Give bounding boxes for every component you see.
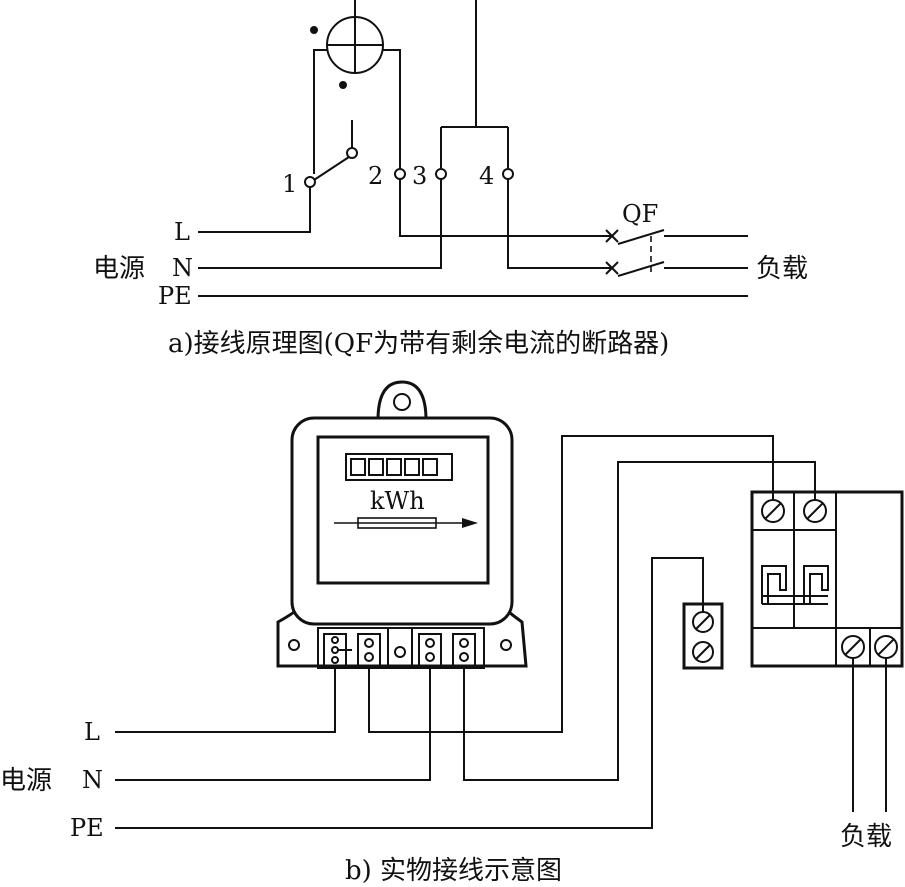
mount-hole <box>500 639 512 651</box>
line-label-l: L <box>174 218 190 246</box>
meter-hanger <box>376 380 428 422</box>
terminal-number-4: 4 <box>479 162 494 190</box>
line-label-n: N <box>172 254 193 282</box>
switch-contact <box>346 147 358 159</box>
caption-b: b) 实物接线示意图 <box>345 856 562 886</box>
mount-hole <box>288 639 300 651</box>
polarity-dot <box>339 81 347 89</box>
line-label-pe-b: PE <box>70 814 104 842</box>
rcd-breaker <box>750 490 904 668</box>
physical-b: kWh <box>0 380 904 886</box>
register-counter <box>345 453 453 481</box>
line-label-n-b: N <box>82 766 103 794</box>
terminal-number-3: 3 <box>412 162 427 190</box>
rotor-arrow <box>334 517 478 529</box>
load-label: 负载 <box>756 254 808 284</box>
line-label-pe: PE <box>158 282 192 310</box>
line-label-l-b: L <box>84 718 100 746</box>
breaker-qf-symbol <box>605 229 748 277</box>
polarity-dot <box>310 26 318 34</box>
meter-terminal-block <box>317 627 485 669</box>
terminal-3 <box>435 168 447 180</box>
source-label: 电源 <box>93 254 145 284</box>
terminal-number-1: 1 <box>282 170 297 198</box>
caption-a: a)接线原理图(QF为带有剩余电流的断路器) <box>168 329 669 359</box>
meter-coil-symbol <box>326 0 384 74</box>
terminal-number-2: 2 <box>368 162 383 190</box>
load-label-b: 负载 <box>840 822 892 852</box>
schematic-a: 1 2 3 4 QF L N PE 电源 负载 <box>93 0 808 359</box>
terminal-4 <box>502 168 514 180</box>
breaker-label: QF <box>622 200 658 228</box>
pe-terminal-block <box>682 602 724 670</box>
terminal-2 <box>394 168 406 180</box>
terminal-1 <box>304 176 316 188</box>
source-label-b: 电源 <box>0 766 52 796</box>
meter-unit-label: kWh <box>370 487 425 515</box>
